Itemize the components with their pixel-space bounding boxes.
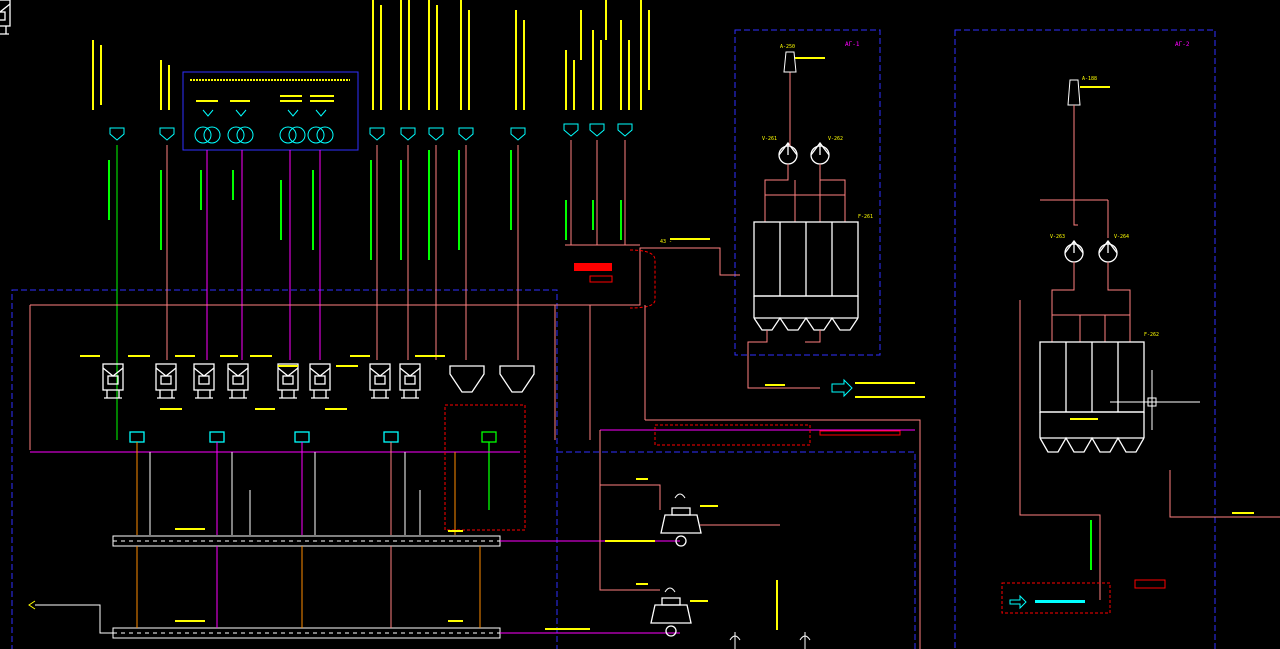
- ag1-frame: [734, 29, 881, 356]
- fan-a-label: V-261: [762, 136, 777, 142]
- screw-conveyor-lower: [112, 627, 501, 639]
- arrow-right-icon: [831, 378, 853, 398]
- a188-label: А-188: [1082, 76, 1097, 82]
- filter2-label: F-262: [1144, 332, 1159, 338]
- middle-process-frame: [557, 451, 916, 649]
- filter1-label: F-261: [858, 214, 873, 220]
- hopper-row: [0, 0, 421, 399]
- ag1-label: АГ-1: [845, 41, 860, 48]
- feed-lines: [116, 140, 626, 440]
- left-process-frame: [11, 289, 558, 649]
- ag2-frame: [954, 29, 1216, 649]
- fan-icon: [778, 141, 830, 165]
- stack-icon: [783, 51, 797, 73]
- filter-icon: [753, 221, 859, 331]
- hopper-icon: [449, 365, 535, 393]
- line-label-a: 43 -: [660, 239, 672, 245]
- ag2-label: АГ-2: [1175, 41, 1190, 48]
- blower-legend-box: [182, 71, 359, 151]
- arrow-down-icon: [109, 123, 633, 141]
- mill-icon: [650, 507, 702, 637]
- top-line-tags: [92, 0, 650, 110]
- blower-group: [194, 109, 334, 144]
- warning-tag: [574, 263, 612, 271]
- a250-label: А-250: [780, 44, 795, 50]
- fan-c-label: V-263: [1050, 234, 1065, 240]
- fan-b-label: V-262: [828, 136, 843, 142]
- fan-d-label: V-264: [1114, 234, 1129, 240]
- valve-icon: [129, 431, 399, 443]
- screw-conveyor-upper: [112, 535, 501, 547]
